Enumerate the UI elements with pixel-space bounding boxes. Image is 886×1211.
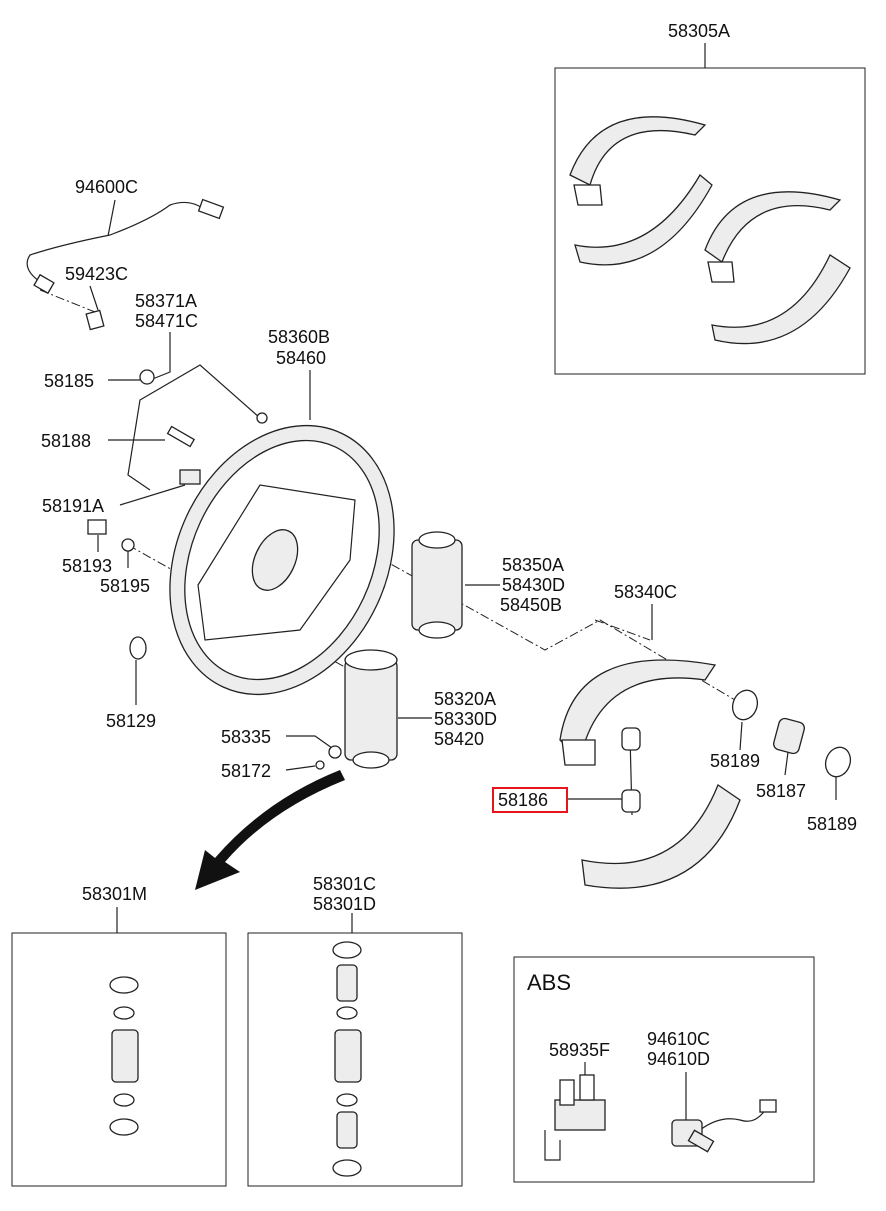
label-94600c: 94600C [75, 177, 138, 197]
label-58189-upper: 58189 [710, 751, 760, 771]
label-58471c: 58471C [135, 311, 198, 331]
wheel-speed-sensor-icon [26, 198, 225, 331]
repair-kit-icon [332, 941, 362, 1177]
label-58330d: 58330D [434, 709, 497, 729]
brake-tube-icon [87, 364, 268, 552]
spring-cup-icon [731, 689, 759, 721]
pointer-arrow-icon [195, 770, 345, 890]
label-58195: 58195 [100, 576, 150, 596]
label-58191a: 58191A [42, 496, 104, 516]
abs-box [513, 956, 815, 1183]
wheel-cylinder-lower-icon [315, 649, 398, 770]
label-58360b: 58360B [268, 327, 330, 347]
label-58450b: 58450B [500, 595, 562, 615]
label-94610c: 94610C [647, 1029, 710, 1049]
abs-sensor-icon [671, 1099, 777, 1153]
label-58340c: 58340C [614, 582, 677, 602]
spring-cup-icon [824, 746, 852, 778]
label-58350a: 58350A [502, 555, 564, 575]
o-ring-icon [129, 636, 147, 660]
label-58172: 58172 [221, 761, 271, 781]
label-58460: 58460 [276, 348, 326, 368]
label-58301d: 58301D [313, 894, 376, 914]
highlight-box [492, 787, 568, 813]
wheel-cylinder-upper-icon [411, 531, 463, 639]
label-58301m: 58301M [82, 884, 147, 904]
repair-kit-icon [109, 976, 139, 1136]
leader-lines [89, 43, 837, 1120]
hold-down-spring-icon [773, 717, 805, 755]
abs-connector-icon [544, 1074, 606, 1161]
label-58193: 58193 [62, 556, 112, 576]
kit-58301m-box [11, 932, 227, 1187]
label-58420: 58420 [434, 729, 484, 749]
label-58371a: 58371A [135, 291, 197, 311]
brake-shoe-set-icon [569, 116, 851, 345]
label-58305a: 58305A [668, 21, 730, 41]
return-spring-icon [621, 727, 641, 816]
kit-58305a-box [554, 67, 866, 375]
label-58301c: 58301C [313, 874, 376, 894]
kit-58301c-box [247, 932, 463, 1187]
label-58186: 58186 [498, 790, 548, 810]
backing-plate-icon [169, 424, 395, 696]
label-58188: 58188 [41, 431, 91, 451]
label-58187: 58187 [756, 781, 806, 801]
label-58320a: 58320A [434, 689, 496, 709]
label-59423c: 59423C [65, 264, 128, 284]
label-58129: 58129 [106, 711, 156, 731]
label-94610d: 94610D [647, 1049, 710, 1069]
label-58185: 58185 [44, 371, 94, 391]
brake-shoe-icon [559, 659, 741, 889]
label-58430d: 58430D [502, 575, 565, 595]
label-58189-lower: 58189 [807, 814, 857, 834]
label-58935f: 58935F [549, 1040, 610, 1060]
label-58335: 58335 [221, 727, 271, 747]
abs-title: ABS [527, 970, 571, 995]
